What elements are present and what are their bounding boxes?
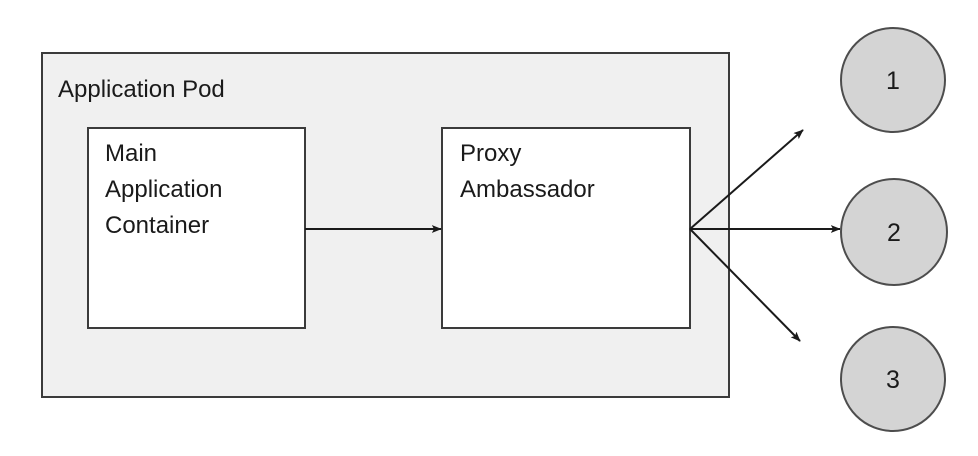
main-application-container-label: Main Application Container xyxy=(105,140,229,239)
application-pod-label: Application Pod xyxy=(58,76,225,103)
main-app-line-2: Application xyxy=(105,176,222,203)
connector-proxy-to-service-1[interactable] xyxy=(689,129,804,230)
service-node-1[interactable] xyxy=(840,27,946,133)
service-node-1-label: 1 xyxy=(886,67,900,95)
service-node-2[interactable] xyxy=(840,178,948,286)
connector-proxy-to-service-3[interactable] xyxy=(689,228,801,342)
proxy-ambassador-container-box[interactable] xyxy=(441,127,691,329)
service-node-3-label: 3 xyxy=(886,366,900,394)
main-app-line-1: Main xyxy=(105,140,157,167)
proxy-ambassador-container-label: Proxy Ambassador xyxy=(460,140,595,203)
proxy-line-1: Proxy xyxy=(460,140,521,167)
proxy-line-2: Ambassador xyxy=(460,176,595,203)
service-node-3[interactable] xyxy=(840,326,946,432)
main-app-line-3: Container xyxy=(105,212,209,239)
service-node-2-label: 2 xyxy=(887,219,901,247)
main-application-container-box[interactable] xyxy=(87,127,306,329)
